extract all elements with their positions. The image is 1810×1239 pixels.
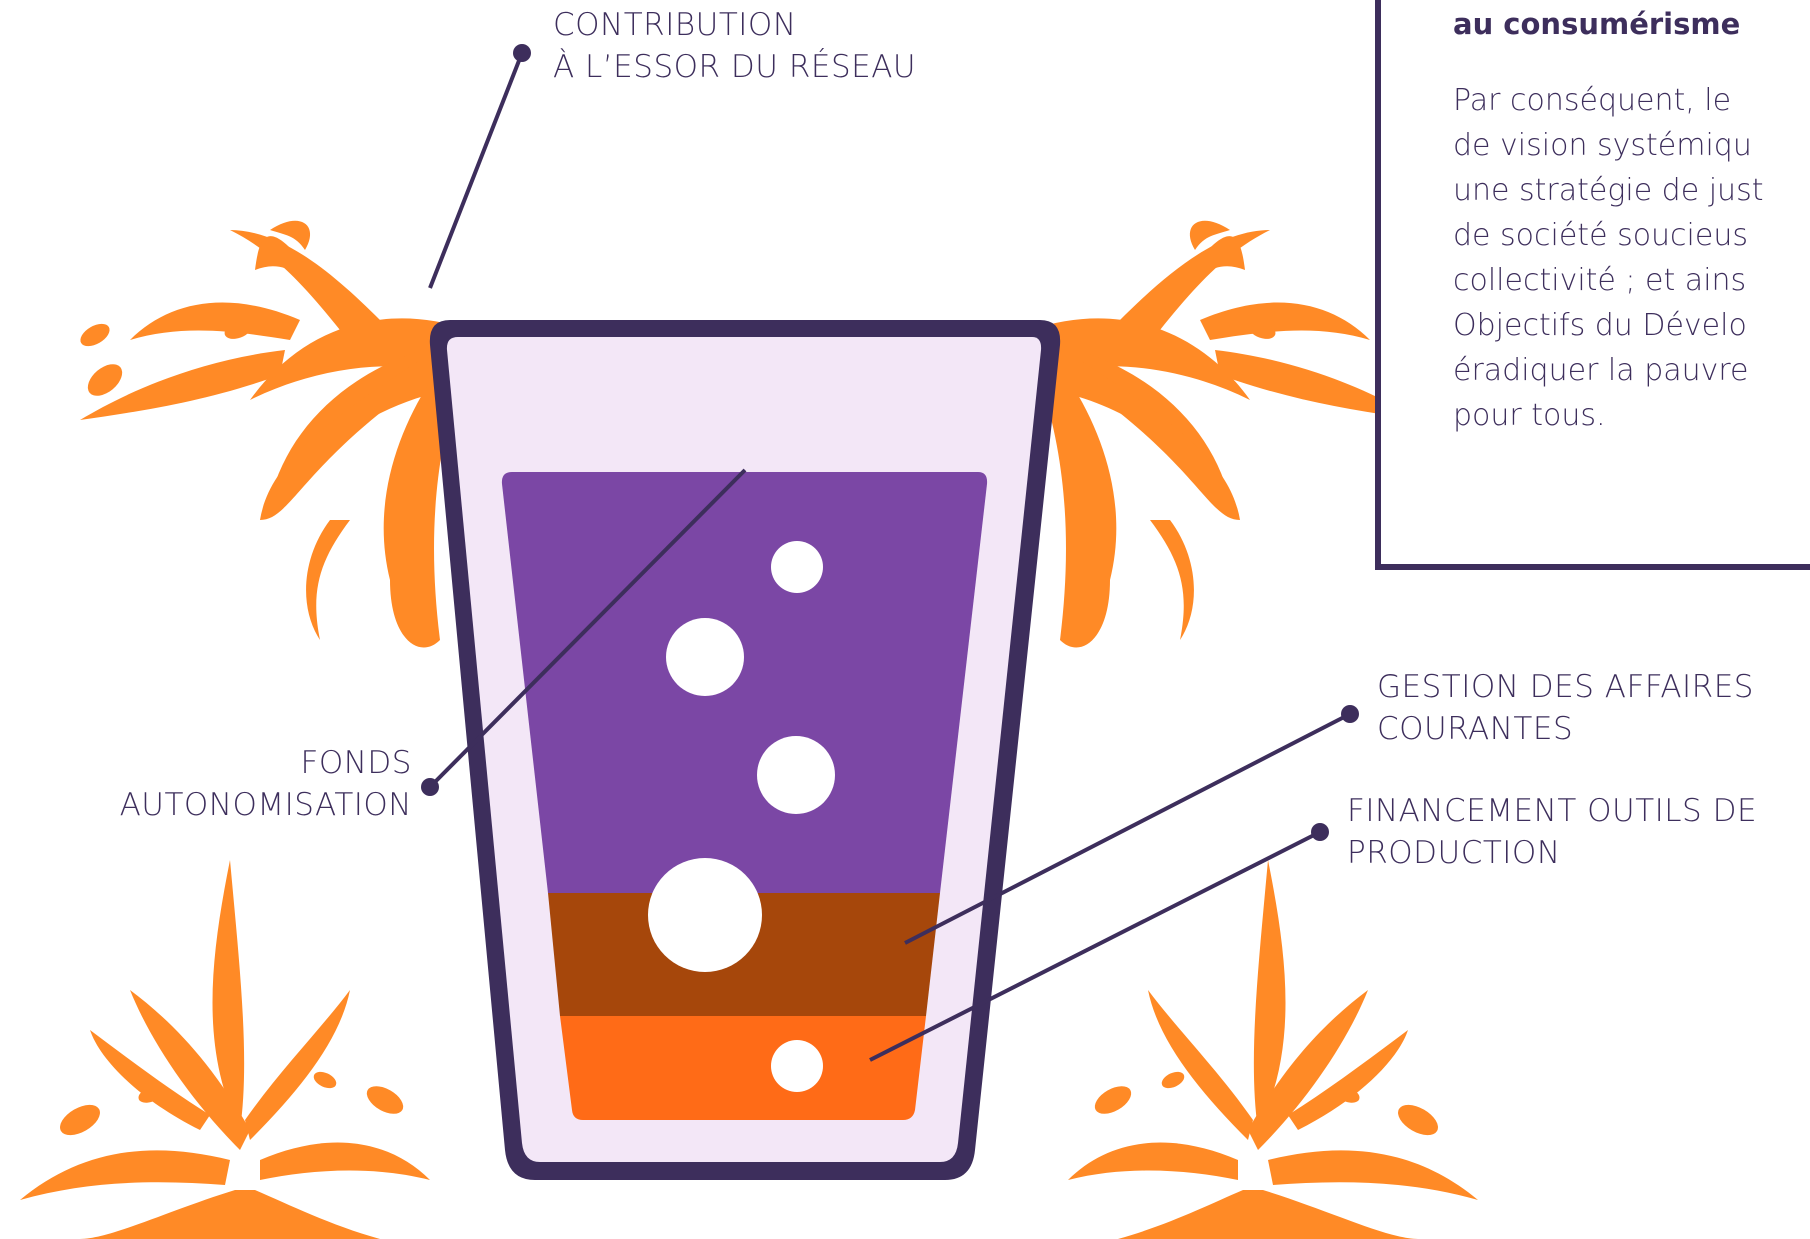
- leader-dot-icon: [1341, 705, 1359, 723]
- label-line: COURANTES: [1377, 708, 1754, 750]
- text-box-line: pour tous.: [1453, 393, 1763, 438]
- label-line: GESTION DES AFFAIRES: [1377, 666, 1754, 708]
- bubble-icon: [771, 1040, 823, 1092]
- text-box-line: collectivité ; et ains: [1453, 258, 1763, 303]
- label-line: AUTONOMISATION: [40, 784, 412, 826]
- text-box-line: Par conséquent, le: [1453, 78, 1763, 123]
- leader-line-contribution: [430, 53, 522, 288]
- bubble-icon: [648, 858, 762, 972]
- splash-left-icon: [77, 221, 470, 648]
- layer-fonds-autonomisation: [502, 472, 987, 893]
- text-box-line: de vision systémiqu: [1453, 123, 1763, 168]
- layer-financement-outils-production: [560, 1016, 926, 1120]
- label-fonds-autonomisation: FONDS AUTONOMISATION: [40, 742, 412, 826]
- text-box-line: Objectifs du Dévelo: [1453, 303, 1763, 348]
- splash-bottom-right-icon: [1068, 860, 1478, 1239]
- label-contribution: CONTRIBUTION À L’ESSOR DU RÉSEAU: [553, 4, 916, 88]
- text-box-heading: au consumérisme: [1453, 6, 1740, 42]
- label-line: FONDS: [40, 742, 412, 784]
- label-line: PRODUCTION: [1347, 832, 1757, 874]
- leader-dot-icon: [1311, 823, 1329, 841]
- label-gestion-affaires-courantes: GESTION DES AFFAIRES COURANTES: [1377, 666, 1754, 750]
- bubble-icon: [757, 736, 835, 814]
- splash-right-icon: [1030, 221, 1423, 648]
- label-line: FINANCEMENT OUTILS DE: [1347, 790, 1757, 832]
- bubble-icon: [771, 541, 823, 593]
- label-line: CONTRIBUTION: [553, 4, 916, 46]
- bubble-icon: [666, 618, 744, 696]
- text-box-line: de société soucieus: [1453, 213, 1763, 258]
- text-box-line: éradiquer la pauvre: [1453, 348, 1763, 393]
- splash-bottom-left-icon: [20, 860, 430, 1239]
- text-box-line: une stratégie de just: [1453, 168, 1763, 213]
- label-financement-outils-production: FINANCEMENT OUTILS DE PRODUCTION: [1347, 790, 1757, 874]
- text-box: au consumérisme Par conséquent, le de vi…: [1375, 0, 1810, 570]
- label-line: À L’ESSOR DU RÉSEAU: [553, 46, 916, 88]
- text-box-body: Par conséquent, le de vision systémiqu u…: [1453, 78, 1763, 438]
- leader-dot-icon: [513, 44, 531, 62]
- leader-dot-icon: [421, 778, 439, 796]
